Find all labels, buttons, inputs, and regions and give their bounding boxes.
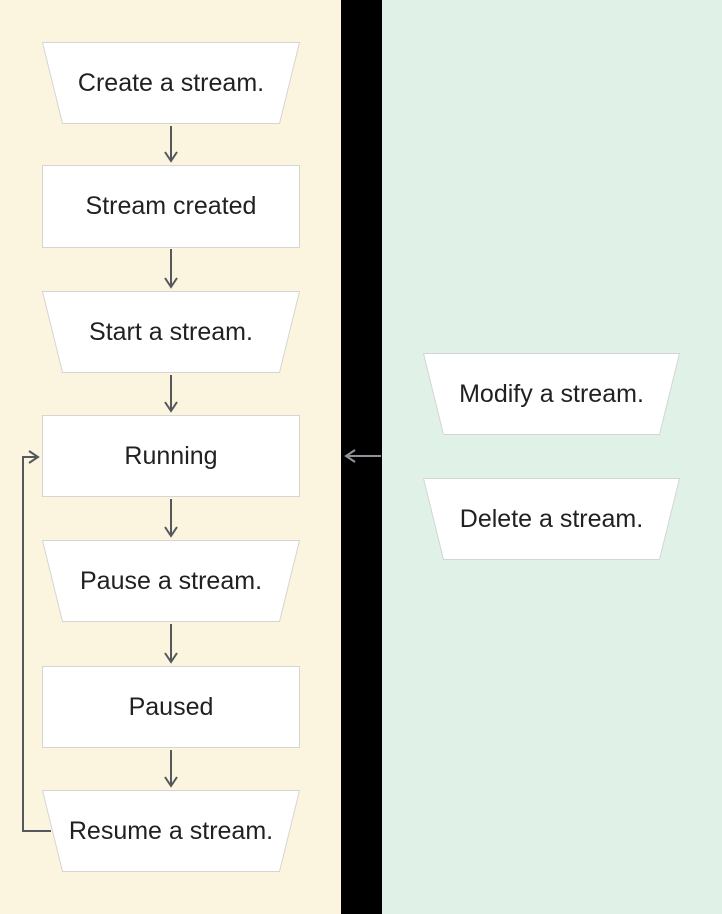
trapezoid-shape — [42, 291, 300, 373]
node-pause-stream: Pause a stream. — [42, 540, 300, 622]
node-label: Modify a stream. — [459, 379, 644, 408]
trapezoid-shape — [42, 790, 300, 872]
node-start-stream: Start a stream. — [42, 291, 300, 373]
node-resume-stream: Resume a stream. — [42, 790, 300, 872]
trapezoid-shape — [423, 353, 680, 435]
trapezoid-shape — [423, 478, 680, 560]
node-create-stream: Create a stream. — [42, 42, 300, 124]
node-label: Pause a stream. — [79, 566, 263, 595]
trapezoid-shape — [42, 42, 300, 124]
node-label: Delete a stream. — [459, 504, 644, 533]
trapezoid-shape — [42, 540, 300, 622]
node-running: Running — [42, 415, 300, 497]
node-label: Stream created — [85, 192, 257, 220]
node-label: Running — [124, 441, 218, 470]
node-delete-stream: Delete a stream. — [423, 478, 680, 560]
node-label: Create a stream. — [77, 68, 265, 97]
node-label: Start a stream. — [89, 317, 253, 346]
node-stream-created: Stream created — [42, 165, 300, 248]
actions-panel-background — [382, 0, 722, 914]
node-label: Paused — [128, 692, 214, 721]
node-paused: Paused — [42, 666, 300, 748]
panel-divider — [341, 0, 382, 914]
node-modify-stream: Modify a stream. — [423, 353, 680, 435]
node-label: Resume a stream. — [68, 816, 274, 845]
